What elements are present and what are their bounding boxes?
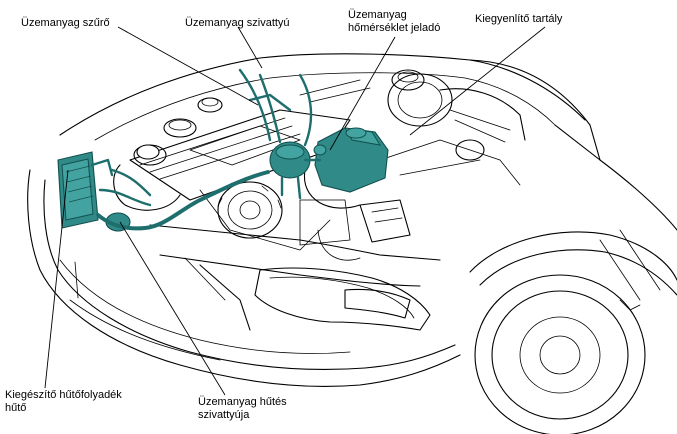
fuel-temp-sensor [313, 144, 327, 156]
fuel-cooling-system [57, 68, 389, 232]
label-aux-radiator: Kiegészítő hűtőfolyadék hűtő [5, 389, 122, 415]
label-fuel-temp-sensor-line1: Üzemanyag [348, 9, 407, 21]
label-aux-radiator-line1: Kiegészítő hűtőfolyadék [5, 389, 122, 401]
label-fuel-pump: Üzemanyag szivattyú [185, 17, 290, 29]
leader-lines [44, 26, 546, 396]
engine-components [113, 69, 526, 261]
car-body [27, 53, 677, 434]
label-expansion-tank: Kiegyenlítő tartály [475, 13, 563, 25]
label-fuel-cooling-pump-line2: szivattyúja [198, 409, 250, 421]
label-fuel-temp-sensor: Üzemanyag hőmérséklet jeladó [348, 9, 440, 35]
label-fuel-cooling-pump-line1: Üzemanyag hűtés [198, 396, 287, 408]
label-fuel-filter: Üzemanyag szűrő [21, 17, 110, 29]
label-fuel-cooling-pump: Üzemanyag hűtés szivattyúja [198, 396, 287, 422]
label-aux-radiator-line2: hűtő [5, 402, 27, 414]
label-fuel-temp-sensor-line2: hőmérséklet jeladó [348, 22, 441, 34]
